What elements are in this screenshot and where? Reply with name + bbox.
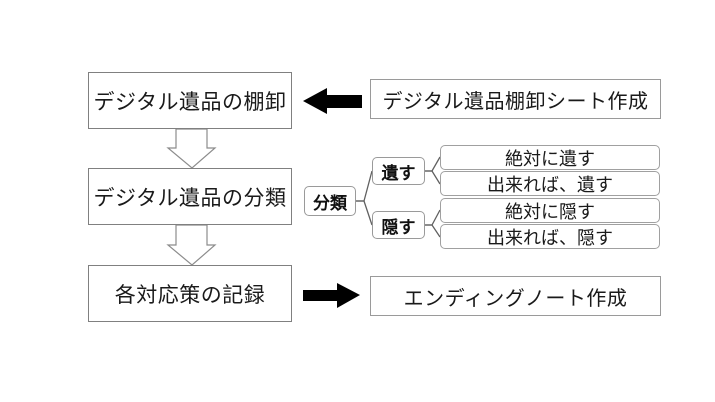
branch-box-nokosu[interactable]: 遺す <box>372 157 425 185</box>
process-label-record: 各対応策の記録 <box>114 283 266 307</box>
process-label-inventory: デジタル遺品の棚卸 <box>93 90 287 114</box>
process-box-record[interactable]: 各対応策の記録 <box>88 265 292 322</box>
leaf-box[interactable]: 出来れば、隠す <box>440 224 660 249</box>
connector-kakusu-to-leaf-3 <box>425 224 441 238</box>
leaf-label: 出来れば、遺す <box>487 174 613 195</box>
connector-bunrui-to-nokosu <box>356 170 373 202</box>
output-box-ending-note[interactable]: エンディングノート作成 <box>370 276 661 316</box>
leaf-box[interactable]: 絶対に遺す <box>440 145 660 170</box>
down-arrow-inventory-to-classify <box>166 128 217 169</box>
down-arrow-classify-to-record <box>166 224 217 266</box>
leaf-label: 出来れば、隠す <box>487 227 613 248</box>
process-label-classify: デジタル遺品の分類 <box>93 186 287 210</box>
classification-root-label: 分類 <box>313 193 347 213</box>
branch-label-nokosu: 遺す <box>381 163 416 183</box>
process-box-inventory[interactable]: デジタル遺品の棚卸 <box>88 72 292 129</box>
right-black-arrow-icon <box>303 283 360 308</box>
connector-nokosu-to-leaf-0 <box>425 156 441 172</box>
connector-nokosu-to-leaf-1 <box>425 170 441 185</box>
leaf-box[interactable]: 出来れば、遺す <box>440 171 660 196</box>
output-label-inventory-sheet: デジタル遺品棚卸シート作成 <box>382 90 649 113</box>
leaf-box[interactable]: 絶対に隠す <box>440 198 660 223</box>
classification-root-box[interactable]: 分類 <box>304 186 356 216</box>
leaf-label: 絶対に隠す <box>505 201 595 222</box>
process-box-classify[interactable]: デジタル遺品の分類 <box>88 168 292 225</box>
branch-label-kakusu: 隠す <box>381 217 416 237</box>
output-label-ending-note: エンディングノート作成 <box>403 287 628 310</box>
output-box-inventory-sheet[interactable]: デジタル遺品棚卸シート作成 <box>370 79 661 119</box>
leaf-label: 絶対に遺す <box>505 148 595 169</box>
connector-bunrui-to-kakusu <box>356 200 373 226</box>
branch-box-kakusu[interactable]: 隠す <box>372 211 425 239</box>
left-black-arrow-icon <box>303 88 362 114</box>
connector-kakusu-to-leaf-2 <box>425 209 441 226</box>
